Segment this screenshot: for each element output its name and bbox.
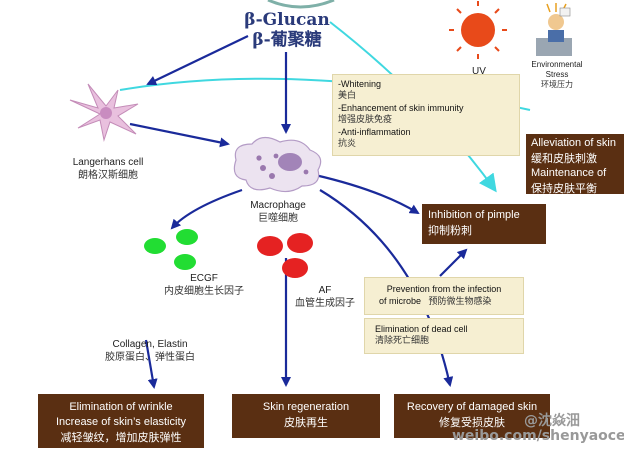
sun-icon [449,1,507,59]
arrow-macrophage-to-pimple [314,173,420,215]
collagen-label-en: Collagen, Elastin [112,339,188,350]
microbe-en1: Prevention from the infection [386,284,502,294]
microbe-en2: of microbe [379,296,422,306]
langerhans-label-zh: 朗格汉斯细胞 [78,170,138,181]
af-label-en: AF [318,285,332,296]
regeneration-en: Skin regeneration [262,401,350,413]
wrinkle-zh: 减轻皱纹，增加皮肤弹性 [60,431,182,444]
macrophage-image [233,136,322,193]
pimple-box: Inhibition of pimple 抑制粉刺 [422,204,546,244]
pimple-zh: 抑制粉刺 [428,224,472,237]
top-circle-edge [267,0,335,9]
recovery-zh: 修复受损皮肤 [439,416,505,429]
af-label-zh: 血管生成因子 [295,298,355,309]
wrinkle-en1: Elimination of wrinkle [69,401,173,413]
alleviation-line2-en: Maintenance of [531,167,607,179]
effects-box: -Whitening 美白 -Enhancement of skin immun… [332,74,520,156]
microbe-box: Prevention from the infection of microbe… [364,277,524,315]
pimple-en: Inhibition of pimple [428,209,520,221]
alleviation-line1-en: Alleviation of skin [531,137,616,149]
arrow-collagen-to-wrinkle [144,339,158,389]
effect-whitening-en: -Whitening [338,79,382,89]
macrophage-label-en: Macrophage [250,200,306,211]
effect-antiinflam-zh: 抗炎 [338,139,357,149]
ecgf-cells-image [144,229,198,270]
recovery-en: Recovery of damaged skin [406,401,538,413]
stressed-person-icon [536,3,572,56]
stress-label-en2: Stress [545,70,569,79]
microbe-zh: 预防微生物感染 [428,297,492,307]
langerhans-label-en: Langerhans cell [72,157,144,168]
effect-immunity-en: -Enhancement of skin immunity [338,103,464,113]
alleviation-line2-zh: 保持皮肤平衡 [531,182,597,194]
arrow-macrophage-to-ecgf [170,188,243,230]
af-cells-image [257,233,313,278]
stress-label: Environmental Stress 环境压力 [520,60,594,90]
arrow-microbe-to-pimple [439,248,468,277]
langerhans-label: Langerhans cell 朗格汉斯细胞 [48,156,168,182]
collagen-label: Collagen, Elastin 胶原蛋白、弹性蛋白 [80,338,220,364]
deadcell-zh: 清除死亡细胞 [375,336,430,346]
effect-antiinflam-en: -Anti-inflammation [338,127,411,137]
regeneration-zh: 皮肤再生 [284,416,328,429]
stress-label-en1: Environmental [531,60,583,69]
title: β-Glucan β-葡聚糖 [232,10,342,50]
arrow-glucan-to-langerhans [146,35,249,86]
title-zh: β-葡聚糖 [252,30,322,50]
watermark-url: weibo.com/shenyaocen [452,428,624,444]
ecgf-label-zh: 内皮细胞生长因子 [164,286,244,297]
ecgf-label-en: ECGF [190,273,218,284]
title-en: β-Glucan [244,10,330,30]
ecgf-label: ECGF 内皮细胞生长因子 [148,272,260,298]
macrophage-label: Macrophage 巨噬细胞 [228,199,328,225]
effect-whitening-zh: 美白 [338,91,357,101]
stress-label-zh: 环境压力 [541,80,573,89]
deadcell-box: Elimination of dead cell 清除死亡细胞 [364,318,524,354]
effect-immunity-zh: 增强皮肤免疫 [338,115,393,125]
deadcell-en: Elimination of dead cell [375,324,468,334]
wrinkle-en2: Increase of skin’s elasticity [55,416,187,428]
arrow-langerhans-to-macrophage [129,122,230,148]
recovery-box: Recovery of damaged skin 修复受损皮肤 [394,394,550,438]
alleviation-box: Alleviation of skin 缓和皮肤刺激 Maintenance o… [526,134,624,194]
macrophage-label-zh: 巨噬细胞 [258,213,298,224]
uv-label: UV [472,66,486,77]
regeneration-box: Skin regeneration 皮肤再生 [232,394,380,438]
af-label: AF 血管生成因子 [280,284,370,310]
watermark-handle: @沈焱沺 [524,413,580,429]
wrinkle-box: Elimination of wrinkle Increase of skin’… [38,394,204,448]
langerhans-cell-image [69,83,139,142]
collagen-label-zh: 胶原蛋白、弹性蛋白 [105,352,195,363]
alleviation-line1-zh: 缓和皮肤刺激 [531,152,597,165]
